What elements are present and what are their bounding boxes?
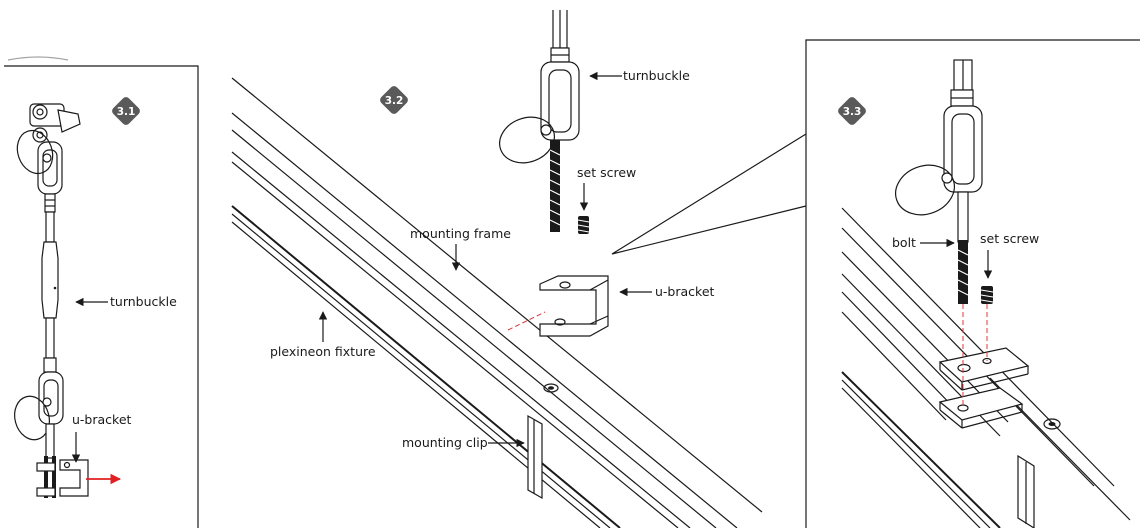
lower-clevis-assembly [14,371,89,498]
label-bolt-3-3: bolt [892,235,916,250]
frame-hole-3-2 [543,383,559,393]
label-set-screw-3-3: set screw [980,231,1039,246]
label-plexineon-fixture-3-2: plexineon fixture [270,344,376,359]
panel-3-1: 3.1 [4,56,199,528]
badge-3-1-text: 3.1 [117,106,136,118]
badge-3-2: 3.2 [380,86,408,114]
u-bracket-3-2 [507,275,609,337]
label-set-screw-3-2: set screw [577,165,636,180]
mounting-clip-3-2 [527,414,543,500]
panel-3-1-frame [4,65,199,528]
turnbuckle-3-2 [499,10,580,232]
set-screw-3-2 [577,216,590,234]
label-mounting-frame-3-2: mounting frame [410,226,511,241]
badge-3-3-text: 3.3 [843,106,862,118]
panel-3-3-frame [805,39,1140,528]
badge-3-3-shape [838,97,866,125]
set-screw-3-3 [980,286,994,304]
turnbuckle-3-1 [41,211,59,373]
u-bracket-3-3 [938,347,1030,429]
label-u-bracket-3-2: u-bracket [655,284,715,299]
label-turnbuckle-3-2: turnbuckle [623,68,690,83]
badge-3-1-shape [112,97,140,125]
label-turnbuckle-3-1: turnbuckle [110,294,177,309]
mounting-frame-3-3 [841,207,1131,528]
label-mounting-clip-3-2: mounting clip [402,435,488,450]
mounting-clip-3-3 [1017,454,1035,528]
panel-3-3: 3.3 [805,39,1140,528]
label-u-bracket-3-1: u-bracket [72,412,132,427]
badge-3-3: 3.3 [838,97,866,125]
badge-3-1: 3.1 [112,97,140,125]
mounting-frame-3-2 [231,77,763,528]
top-clevis-assembly [16,103,81,213]
callout-wedge [611,133,807,255]
badge-3-2-shape [380,86,408,114]
badge-3-2-text: 3.2 [385,95,404,107]
frame-hole-3-3 [1043,418,1061,430]
turnbuckle-3-3 [895,59,983,304]
panel-3-2: 3.2 [231,10,807,528]
